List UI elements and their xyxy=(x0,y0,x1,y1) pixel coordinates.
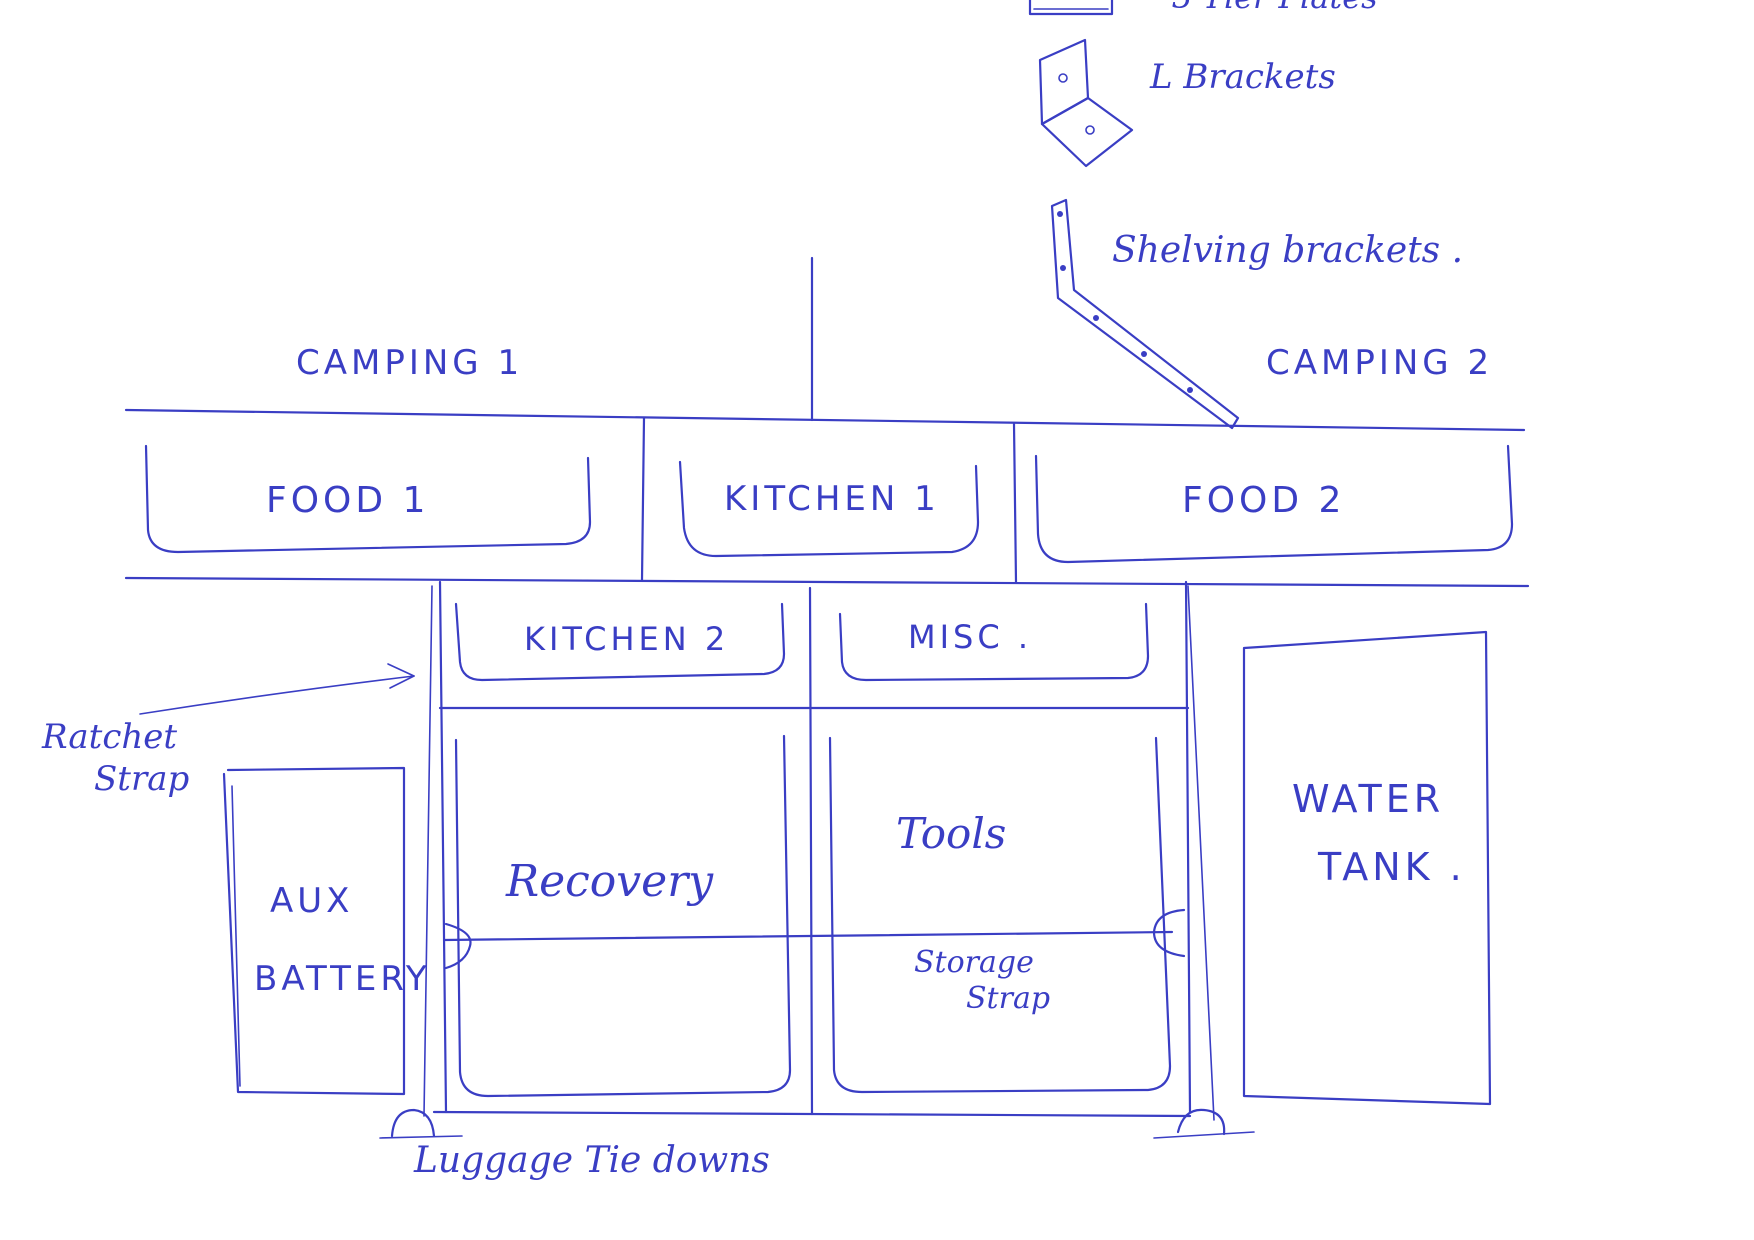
ratchet-strap-annotation: Ratchet Strap xyxy=(41,663,415,799)
camping-1-label: CAMPING 1 xyxy=(296,343,523,383)
tier-plate-icon xyxy=(1028,0,1114,16)
food-2-label: FOOD 2 xyxy=(1182,480,1345,521)
storage-strap-label: Storage Strap xyxy=(914,945,1050,1016)
recovery-label: Recovery xyxy=(505,856,714,907)
kitchen-1-label: KITCHEN 1 xyxy=(724,479,940,519)
tools-bin: Tools xyxy=(828,736,1172,1094)
aux-battery-label: AUX BATTERY xyxy=(254,881,431,999)
tools-label: Tools xyxy=(896,809,1006,858)
upper-shelf-line xyxy=(124,408,1526,432)
kitchen-2-label: KITCHEN 2 xyxy=(524,620,729,658)
luggage-tie-down-right xyxy=(1153,1108,1255,1139)
kitchen-2-bin: KITCHEN 2 xyxy=(454,602,786,682)
water-tank-label: WATER TANK . xyxy=(1292,777,1466,889)
food-1-bin: FOOD 1 xyxy=(144,444,592,554)
kitchen-1-bin: KITCHEN 1 xyxy=(678,460,980,558)
water-tank-box: WATER TANK . xyxy=(1242,630,1492,1106)
misc-label: MISC . xyxy=(908,618,1032,656)
recovery-bin: Recovery xyxy=(454,734,792,1098)
tier-plates-label: 3 Tier Plates xyxy=(1172,0,1378,16)
luggage-tie-downs-label: Luggage Tie downs xyxy=(413,1140,770,1181)
misc-bin: MISC . xyxy=(838,602,1150,682)
food-1-label: FOOD 1 xyxy=(266,480,429,521)
l-brackets-label: L Brackets xyxy=(1149,57,1336,97)
l-bracket-icon xyxy=(1038,38,1134,168)
shelving-bracket-icon xyxy=(1050,198,1240,430)
luggage-tie-down-left xyxy=(379,1108,463,1139)
lower-unit-frame xyxy=(423,580,1215,1121)
ratchet-strap-label: Ratchet Strap xyxy=(41,717,189,799)
lower-shelf-line xyxy=(124,576,1530,588)
storage-strap: Storage Strap xyxy=(442,908,1186,1016)
shelving-brackets-label: Shelving brackets . xyxy=(1112,230,1463,271)
camping-2-label: CAMPING 2 xyxy=(1266,343,1493,383)
food-2-bin: FOOD 2 xyxy=(1034,444,1514,564)
shelf-divider-right xyxy=(1012,422,1018,584)
aux-battery-box: AUX BATTERY xyxy=(222,766,431,1096)
shelf-divider-left xyxy=(640,416,646,582)
